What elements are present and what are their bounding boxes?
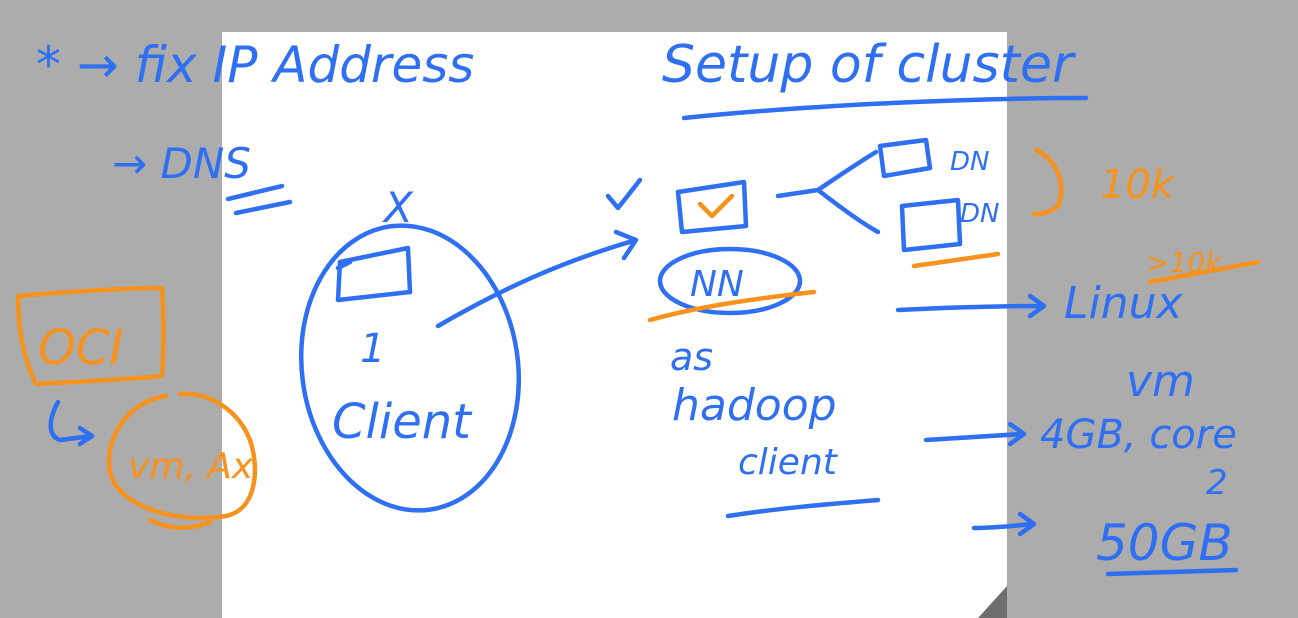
oci-label: OCI	[38, 320, 123, 376]
dns-note: → DNS	[112, 139, 251, 188]
linux-label: Linux	[1064, 278, 1184, 329]
page-corner-fold	[978, 586, 1007, 618]
fix-ip-note: * → fix IP Address	[36, 36, 474, 94]
oci-box	[15, 285, 166, 387]
namenode-label: NN	[690, 264, 744, 305]
spec-core-count: 2	[1206, 463, 1228, 503]
namenode-branch-line	[775, 149, 881, 235]
namenode-box-icon	[675, 179, 749, 235]
namenode-orange-tick-icon	[697, 193, 735, 219]
dns-double-underline	[225, 183, 293, 216]
spec-disk-underline	[1105, 567, 1239, 577]
disk-arrow	[971, 511, 1037, 537]
client-label: Client	[332, 394, 473, 450]
datanode-underline	[911, 251, 1001, 269]
client-box-icon	[335, 245, 413, 303]
as-label: as	[670, 335, 713, 379]
vm-label: vm	[1126, 356, 1195, 407]
client-to-namenode-arrow	[435, 229, 639, 329]
check-tick-icon	[605, 177, 643, 211]
datanode-label-1: DN	[950, 147, 989, 177]
datanode-label-2: DN	[960, 199, 999, 229]
spec-ram-core: 4GB, core	[1040, 412, 1237, 458]
spec-disk: 50GB	[1096, 514, 1233, 572]
oci-hook-arrow	[48, 399, 95, 447]
hadoop-client-label: client	[738, 442, 839, 483]
client-number: 1	[360, 326, 385, 372]
page-title: Setup of cluster	[662, 35, 1077, 95]
namenode-strikethrough	[647, 289, 817, 323]
datanode-bracket	[1031, 147, 1064, 217]
vm-ax-tail	[147, 517, 213, 530]
ram-core-arrow	[923, 421, 1027, 447]
linux-arrow	[895, 293, 1047, 319]
namenode-circle	[657, 246, 803, 316]
client-circle	[298, 223, 522, 513]
linux-count-underline	[1147, 259, 1261, 285]
hadoop-client-underline	[725, 497, 881, 519]
page-sheet	[222, 32, 1007, 618]
datanode-box-2-icon	[899, 197, 963, 253]
vm-ax-label: vm, Ax	[128, 446, 254, 487]
hadoop-label: hadoop	[672, 380, 837, 431]
vm-ax-circle	[106, 391, 258, 521]
title-underline	[681, 95, 1089, 121]
datanode-box-1-icon	[877, 137, 933, 179]
datanode-count: 10k	[1100, 162, 1176, 208]
